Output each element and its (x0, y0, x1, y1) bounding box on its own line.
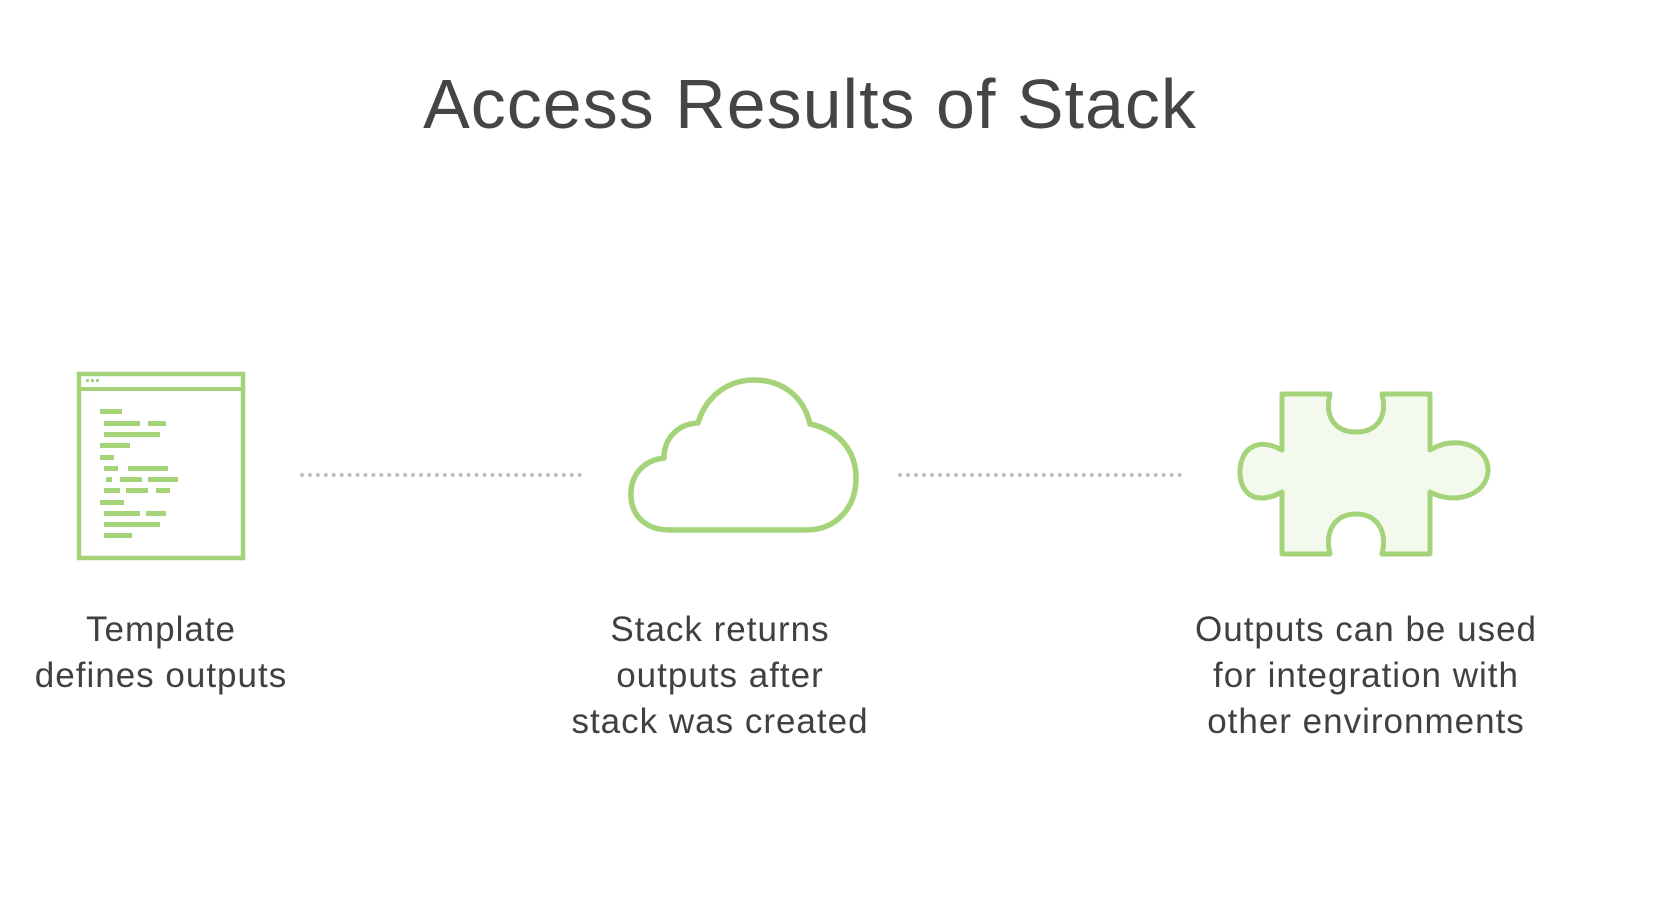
connector-dots-2 (898, 473, 1182, 477)
step-label-outputs: Outputs can be used for integration with… (1195, 610, 1537, 741)
step-label-stack: Stack returns outputs after stack was cr… (571, 610, 869, 741)
connector-dots-1 (300, 473, 582, 477)
template-document-icon (76, 371, 246, 561)
step-label-template: Template defines outputs (34, 610, 288, 695)
cloud-icon (628, 377, 859, 533)
slide-title: Access Results of Stack (423, 65, 1197, 143)
puzzle-piece-icon (1237, 391, 1491, 557)
